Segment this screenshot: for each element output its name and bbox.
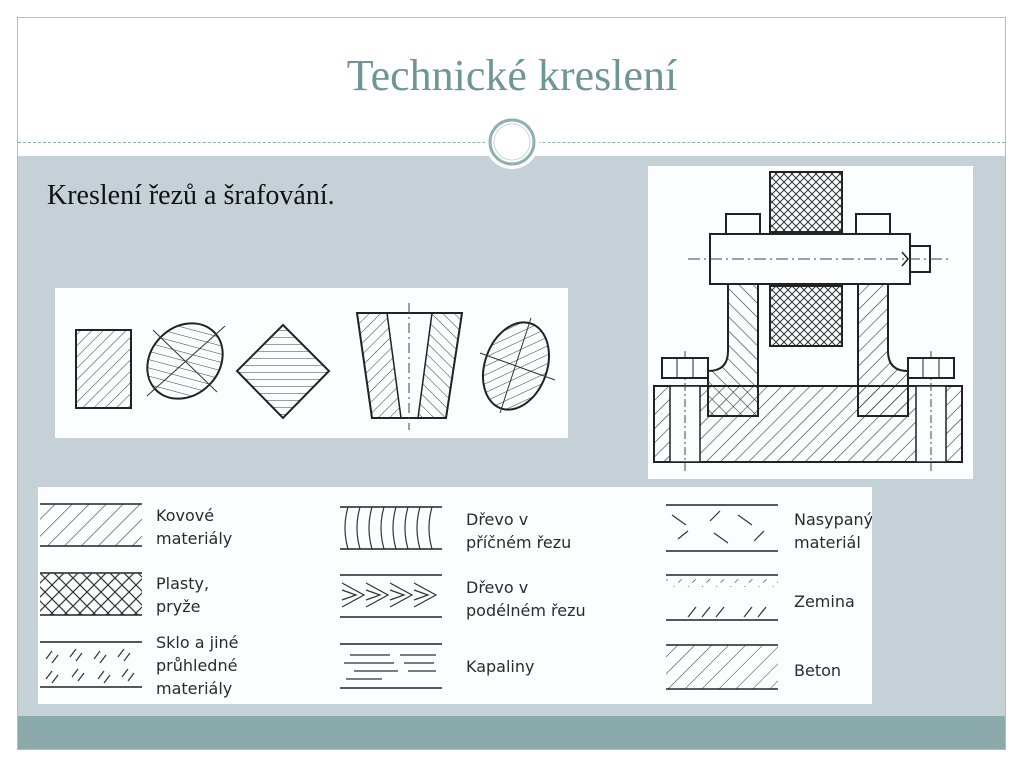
bushing-crosshatched — [769, 171, 843, 347]
bolt-right — [907, 357, 955, 379]
legend-label: Plasty, — [156, 574, 209, 593]
legend-label: materiály — [156, 529, 232, 548]
swatch-plasty — [40, 572, 142, 616]
swatch-beton — [666, 644, 778, 690]
hatched-diamond — [235, 323, 331, 420]
legend-label: Kapaliny — [466, 657, 534, 676]
bearing-caps — [725, 213, 891, 235]
circle-ornament-icon — [485, 115, 539, 169]
legend-label: Zemina — [794, 592, 855, 611]
hatched-oval — [479, 317, 556, 414]
hatching-legend: Kovové materiály Plasty, pryže Sklo a ji… — [38, 487, 872, 704]
shaft — [688, 233, 948, 285]
swatch-kapaliny — [340, 643, 442, 689]
bottom-bar — [18, 716, 1005, 749]
hatched-rectangle — [75, 329, 132, 409]
legend-label: Kovové — [156, 506, 214, 525]
legend-label: Sklo a jiné — [156, 633, 239, 652]
hatched-tapered-section — [355, 303, 464, 430]
legend-label: Dřevo v — [466, 578, 528, 597]
hatched-ellipse — [146, 322, 226, 400]
legend-label: průhledné — [156, 656, 237, 675]
legend-label: materiály — [156, 679, 232, 698]
legend-label: Nasypaný — [794, 510, 872, 529]
swatch-sklo — [40, 641, 142, 688]
housing-left-wall — [707, 275, 759, 417]
legend-label: příčném řezu — [466, 533, 571, 552]
bolt-left — [661, 357, 709, 379]
legend-label: Beton — [794, 661, 841, 680]
bearing-section-drawing — [648, 166, 973, 479]
swatch-drevo-podelne — [340, 574, 442, 618]
legend-label: pryže — [156, 597, 200, 616]
housing-right-wall — [857, 275, 909, 417]
swatch-kovove — [40, 503, 142, 547]
legend-label: Dřevo v — [466, 510, 528, 529]
base-plate — [653, 351, 963, 471]
slide-title: Technické kreslení — [346, 51, 678, 100]
swatch-nasypany — [666, 504, 778, 552]
hatched-shapes-figure — [55, 288, 568, 438]
slide-subtitle: Kreslení řezů a šrafování. — [47, 180, 335, 211]
legend-label: materiál — [794, 533, 861, 552]
swatch-drevo-pricne — [340, 506, 442, 550]
swatch-zemina — [666, 574, 778, 621]
legend-label: podélném řezu — [466, 601, 586, 620]
